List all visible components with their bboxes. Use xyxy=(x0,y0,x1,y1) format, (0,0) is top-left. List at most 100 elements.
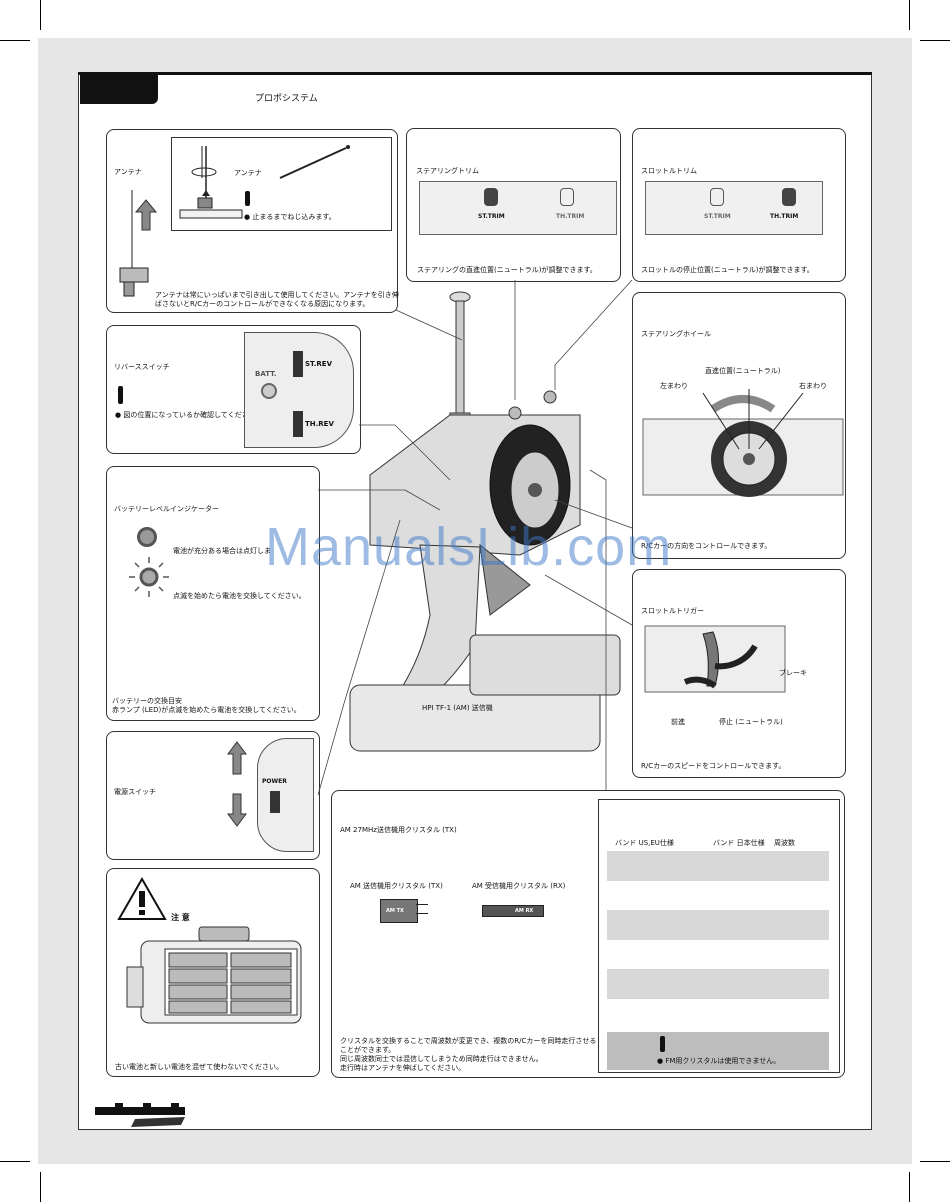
crystal-note-1: クリスタルを交換することで周波数が変更でき、複数のR/Cカーを同時走行させる xyxy=(340,1037,597,1045)
crop-mark xyxy=(920,1161,950,1162)
st-rev-label: ST.REV xyxy=(305,360,333,368)
trim-knob-icon xyxy=(484,188,498,206)
crop-mark xyxy=(40,0,41,30)
batt-led-icon xyxy=(261,383,277,399)
antenna-inset-label: アンテナ xyxy=(234,169,262,177)
steering-wheel-illustration xyxy=(642,389,844,497)
watermark: ManualsLib.com xyxy=(265,517,673,577)
steering-wheel-label: ステアリングホイール xyxy=(641,330,711,338)
warning-triangle-icon xyxy=(117,876,167,920)
stop-label: 停止 (ニュートラル) xyxy=(719,718,783,726)
battery-on-text: 電池が充分ある場合は点灯しま xyxy=(173,547,271,555)
crystal-panel: AM 27MHz送信機用クリスタル (TX) AM 送信機用クリスタル (TX)… xyxy=(331,790,845,1078)
antenna-label: アンテナ xyxy=(114,168,142,176)
crop-mark xyxy=(909,1172,910,1202)
antenna-desc-2: ばさないとR/Cカーのコントロールができなくなる原因になります。 xyxy=(155,300,370,308)
band-row-shaded xyxy=(607,851,829,881)
transmitter-label: HPI TF-1 (AM) 送信機 xyxy=(422,704,493,712)
battery-indicator-label: バッテリーレベルインジケーター xyxy=(114,505,219,513)
st-trim-label: ST.TRIM xyxy=(704,213,731,220)
crop-mark xyxy=(0,1161,30,1162)
throttle-trim-desc: スロットルの停止位置(ニュートラル)が調整できます。 xyxy=(641,266,814,274)
steering-wheel-panel: ステアリングホイール 直進位置(ニュートラル) 左まわり 右まわり R/Cカーの… xyxy=(632,292,846,559)
reverse-switch-panel: リバーススイッチ ● 図の位置になっているか確認してください。 BATT. ST… xyxy=(106,325,361,454)
crystal-note-4: 走行時はアンテナを伸ばしてください。 xyxy=(340,1064,466,1072)
caution-panel: 注 意 古い電池と新しい電池を混ぜて使わないでください。 xyxy=(106,868,320,1077)
exclamation-icon xyxy=(245,191,250,206)
steering-trim-desc: ステアリングの直進位置(ニュートラル)が調整できます。 xyxy=(417,266,597,274)
batt-label: BATT. xyxy=(255,370,277,378)
fm-warning-text: FM用クリスタルは使用できません。 xyxy=(665,1057,781,1065)
crystal-title: AM 27MHz送信機用クリスタル (TX) xyxy=(340,826,457,834)
st-rev-switch xyxy=(293,351,303,377)
th-rev-label: TH.REV xyxy=(305,420,334,428)
up-arrow-icon xyxy=(134,199,158,231)
trim-knob-icon xyxy=(560,188,574,206)
throttle-trigger-illustration xyxy=(644,625,786,693)
battery-change-text: 赤ランプ (LED)が点滅を始めたら電池を交換してください。 xyxy=(112,706,301,714)
tx-chip-text: AM TX xyxy=(386,908,404,914)
antenna-panel: アンテナ アンテナ ● 止まるまでねじ込みます。 アンテナは常にいっぱいまで引き… xyxy=(106,129,399,313)
reverse-switch-label: リバーススイッチ xyxy=(114,363,170,371)
throttle-trim-illustration: ST.TRIM TH.TRIM xyxy=(645,181,823,235)
led-on-icon xyxy=(137,527,157,547)
reverse-switch-illustration: BATT. ST.REV TH.REV xyxy=(244,332,354,448)
caution-text: 古い電池と新しい電池を混ぜて使わないでください。 xyxy=(115,1063,283,1071)
power-switch-label: 電源スイッチ xyxy=(114,788,156,796)
battery-indicator-panel: バッテリーレベルインジケーター 電池が充分ある場合は点灯しま 点滅を始めたら電池… xyxy=(106,466,320,721)
bullet-icon: ● xyxy=(244,213,251,221)
band-row-shaded xyxy=(607,969,829,999)
tx-crystal-icon: AM TX xyxy=(380,899,418,923)
crop-mark xyxy=(909,0,910,30)
bullet-icon: ● xyxy=(657,1057,664,1065)
antenna-inset-note-text: 止まるまでねじ込みます。 xyxy=(252,213,336,221)
battery-compartment-illustration xyxy=(126,926,302,1024)
hpi-logo xyxy=(95,1103,185,1127)
band-header-us: バンド US,EU仕様 xyxy=(615,839,674,847)
bullet-icon: ● xyxy=(115,411,122,419)
up-arrow-icon xyxy=(227,741,247,775)
fm-warning: ● FM用クリスタルは使用できません。 xyxy=(657,1056,780,1066)
fm-warning-box: ● FM用クリスタルは使用できません。 xyxy=(607,1032,829,1070)
trim-knob-icon xyxy=(782,188,796,206)
rx-chip-text: AM RX xyxy=(515,908,534,914)
page-title: プロポシステム xyxy=(255,94,318,104)
steering-trim-panel: ステアリングトリム ST.TRIM TH.TRIM ステアリングの直進位置(ニュ… xyxy=(406,128,621,282)
band-table: バンド US,EU仕様 バンド 日本仕様 周波数 ● FM用クリスタルは使用でき… xyxy=(598,799,840,1073)
th-trim-label: TH.TRIM xyxy=(556,213,585,220)
crystal-note-3: 同じ周波数同士では混信してしまうため同時走行はできません。 xyxy=(340,1055,543,1063)
throttle-trigger-label: スロットルトリガー xyxy=(641,607,704,615)
crop-mark xyxy=(0,40,30,41)
st-trim-label: ST.TRIM xyxy=(478,213,505,220)
exclamation-icon xyxy=(660,1036,665,1052)
tx-crystal-label: AM 送信機用クリスタル (TX) xyxy=(350,882,443,890)
reverse-switch-note: ● 図の位置になっているか確認してください。 xyxy=(115,410,263,420)
battery-change-title: バッテリーの交換目安 xyxy=(112,697,182,705)
neutral-label: 直進位置(ニュートラル) xyxy=(705,367,781,375)
header-rule xyxy=(78,72,872,75)
crop-mark xyxy=(40,1172,41,1202)
band-header-jp: バンド 日本仕様 xyxy=(713,839,765,847)
crystal-note-2: ことができます。 xyxy=(340,1046,396,1054)
th-rev-switch xyxy=(293,411,303,437)
rx-crystal-icon: AM RX xyxy=(482,905,544,917)
throttle-trigger-panel: スロットルトリガー ブレーキ 前進 停止 (ニュートラル) R/Cカーのスピード… xyxy=(632,569,846,778)
left-turn-label: 左まわり xyxy=(660,382,688,390)
trim-knob-icon xyxy=(710,188,724,206)
tx-crystal-pins xyxy=(416,904,428,914)
power-toggle xyxy=(270,791,280,813)
th-trim-label: TH.TRIM xyxy=(770,213,799,220)
band-header-freq: 周波数 xyxy=(774,839,795,847)
band-row-shaded xyxy=(607,910,829,940)
exclamation-icon xyxy=(118,386,123,404)
throttle-trim-panel: スロットルトリム ST.TRIM TH.TRIM スロットルの停止位置(ニュート… xyxy=(632,128,846,282)
antenna-inset: アンテナ ● 止まるまでねじ込みます。 xyxy=(171,137,392,231)
section-tab xyxy=(80,75,158,104)
transmitter-illustration xyxy=(349,291,621,752)
throttle-trim-label: スロットルトリム xyxy=(641,167,697,175)
crop-mark xyxy=(920,40,950,41)
antenna-inset-note: ● 止まるまでねじ込みます。 xyxy=(244,212,336,222)
brake-label: ブレーキ xyxy=(779,669,807,677)
antenna-screw-icon xyxy=(179,146,243,219)
antenna-rod-icon xyxy=(279,145,350,179)
